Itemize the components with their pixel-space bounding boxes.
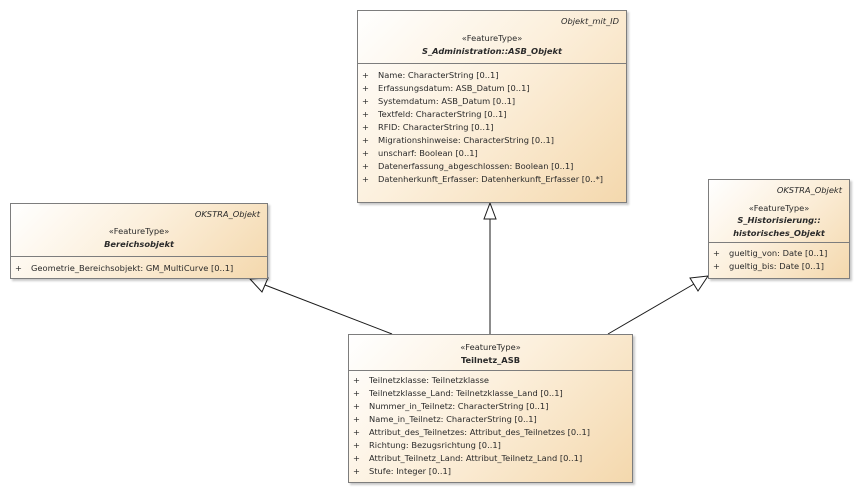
generalization-line-bereichsobjekt (264, 284, 393, 335)
class-tag: Objekt_mit_ID (560, 16, 619, 26)
visibility-marker: + (353, 466, 360, 476)
visibility-marker: + (353, 401, 360, 411)
attribute-text: Datenherkunft_Erfasser: Datenherkunft_Er… (378, 174, 603, 184)
visibility-marker: + (15, 263, 22, 273)
visibility-marker: + (713, 261, 720, 271)
attribute-list: + Name: CharacterString [0..1] + Erfassung… (358, 64, 626, 186)
attribute-text: Teilnetzklasse: Teilnetzklasse (369, 375, 490, 385)
attribute-row[interactable]: + Textfeld: CharacterString [0..1] (358, 108, 626, 121)
attribute-text: gueltig_bis: Date [0..1] (729, 261, 825, 271)
class-name-line1: S_Historisierung:: (737, 215, 821, 225)
visibility-marker: + (353, 440, 360, 450)
attribute-text: unscharf: Boolean [0..1] (378, 148, 478, 158)
visibility-marker: + (362, 109, 369, 119)
attribute-text: Attribut_des_Teilnetzes: Attribut_des_Te… (369, 427, 590, 437)
visibility-marker: + (362, 83, 369, 93)
visibility-marker: + (362, 135, 369, 145)
visibility-marker: + (353, 414, 360, 424)
visibility-marker: + (353, 427, 360, 437)
class-name: Bereichsobjekt (104, 239, 174, 249)
generalization-arrowhead-bereichsobjekt (248, 277, 269, 293)
class-asb-objekt[interactable]: Objekt_mit_ID «FeatureType» S_Administra… (357, 10, 627, 203)
attribute-text: Name_in_Teilnetz: CharacterString [0..1] (369, 414, 537, 424)
attribute-row[interactable]: + Attribut_des_Teilnetzes: Attribut_des_T… (349, 426, 632, 439)
class-stereotype: «FeatureType» (108, 226, 170, 236)
class-name: S_Administration::ASB_Objekt (422, 46, 562, 56)
attribute-text: gueltig_von: Date [0..1] (729, 248, 828, 258)
class-stereotype: «FeatureType» (460, 342, 521, 352)
class-name: Teilnetz_ASB (460, 355, 521, 365)
attribute-row[interactable]: + gueltig_von: Date [0..1] (709, 247, 849, 260)
attribute-list: + Teilnetzklasse: Teilnetzklasse + Teilnet… (349, 371, 632, 478)
attribute-text: Datenerfassung_abgeschlossen: Boolean [0… (378, 161, 574, 171)
attribute-row[interactable]: + Datenherkunft_Erfasser: Datenherkunft_E… (358, 173, 626, 186)
generalization-line-historisches-objekt (607, 283, 695, 335)
attribute-row[interactable]: + Migrationshinweise: CharacterString [0.… (358, 134, 626, 147)
attribute-row[interactable]: + Nummer_in_Teilnetz: CharacterString [0.… (349, 400, 632, 413)
class-stereotype: «FeatureType» (748, 203, 810, 213)
attribute-row[interactable]: + Teilnetzklasse: Teilnetzklasse (349, 374, 632, 387)
attribute-text: Stufe: Integer [0..1] (369, 466, 452, 476)
attribute-row[interactable]: + Systemdatum: ASB_Datum [0..1] (358, 95, 626, 108)
generalization-arrowhead-asb-objekt (483, 201, 497, 220)
attribute-text: Geometrie_Bereichsobjekt: GM_MultiCurve … (31, 263, 234, 273)
visibility-marker: + (362, 161, 369, 171)
attribute-row[interactable]: + Geometrie_Bereichsobjekt: GM_MultiCurve… (11, 262, 267, 275)
visibility-marker: + (353, 453, 360, 463)
attribute-row[interactable]: + RFID: CharacterString [0..1] (358, 121, 626, 134)
attribute-list: + Geometrie_Bereichsobjekt: GM_MultiCurve… (11, 257, 267, 275)
attribute-text: Nummer_in_Teilnetz: CharacterString [0..… (369, 401, 549, 411)
class-header: «FeatureType» Teilnetz_ASB (349, 335, 632, 371)
attribute-text: RFID: CharacterString [0..1] (378, 122, 494, 132)
attribute-text: Systemdatum: ASB_Datum [0..1] (378, 96, 516, 106)
class-header: Objekt_mit_ID «FeatureType» S_Administra… (358, 11, 626, 64)
attribute-text: Richtung: Bezugsrichtung [0..1] (369, 440, 501, 450)
attribute-row[interactable]: + unscharf: Boolean [0..1] (358, 147, 626, 160)
visibility-marker: + (362, 96, 369, 106)
attribute-text: Name: CharacterString [0..1] (378, 70, 499, 80)
class-name-line2: historisches_Objekt (733, 228, 825, 238)
attribute-row[interactable]: + Stufe: Integer [0..1] (349, 465, 632, 478)
visibility-marker: + (362, 174, 369, 184)
visibility-marker: + (713, 248, 720, 258)
attribute-row[interactable]: + gueltig_bis: Date [0..1] (709, 260, 849, 273)
attribute-row[interactable]: + Teilnetzklasse_Land: Teilnetzklasse_Lan… (349, 387, 632, 400)
attribute-text: Erfassungsdatum: ASB_Datum [0..1] (378, 83, 530, 93)
class-tag: OKSTRA_Objekt (776, 185, 842, 195)
attribute-text: Attribut_Teilnetz_Land: Attribut_Teilnet… (369, 453, 583, 463)
attribute-list: + gueltig_von: Date [0..1] + gueltig_bis: … (709, 243, 849, 273)
attribute-row[interactable]: + Datenerfassung_abgeschlossen: Boolean [… (358, 160, 626, 173)
visibility-marker: + (362, 148, 369, 158)
attribute-row[interactable]: + Richtung: Bezugsrichtung [0..1] (349, 439, 632, 452)
visibility-marker: + (353, 375, 360, 385)
attribute-text: Migrationshinweise: CharacterString [0..… (378, 135, 554, 145)
attribute-text: Teilnetzklasse_Land: Teilnetzklasse_Land… (369, 388, 563, 398)
attribute-row[interactable]: + Name: CharacterString [0..1] (358, 69, 626, 82)
class-teilnetz-asb[interactable]: «FeatureType» Teilnetz_ASB + Teilnetzklas… (348, 334, 633, 483)
visibility-marker: + (353, 388, 360, 398)
class-historisches-objekt[interactable]: OKSTRA_Objekt «FeatureType» S_Historisie… (708, 179, 850, 279)
class-tag: OKSTRA_Objekt (194, 209, 260, 219)
class-header: OKSTRA_Objekt «FeatureType» S_Historisie… (709, 180, 849, 243)
attribute-row[interactable]: + Name_in_Teilnetz: CharacterString [0..1… (349, 413, 632, 426)
attribute-row[interactable]: + Erfassungsdatum: ASB_Datum [0..1] (358, 82, 626, 95)
class-stereotype: «FeatureType» (461, 33, 523, 43)
attribute-text: Textfeld: CharacterString [0..1] (378, 109, 507, 119)
class-bereichsobjekt[interactable]: OKSTRA_Objekt «FeatureType» Bereichsobje… (10, 203, 268, 279)
visibility-marker: + (362, 70, 369, 80)
visibility-marker: + (362, 122, 369, 132)
attribute-row[interactable]: + Attribut_Teilnetz_Land: Attribut_Teilne… (349, 452, 632, 465)
generalization-arrowhead-historisches-objekt (689, 275, 710, 292)
class-header: OKSTRA_Objekt «FeatureType» Bereichsobje… (11, 204, 267, 257)
